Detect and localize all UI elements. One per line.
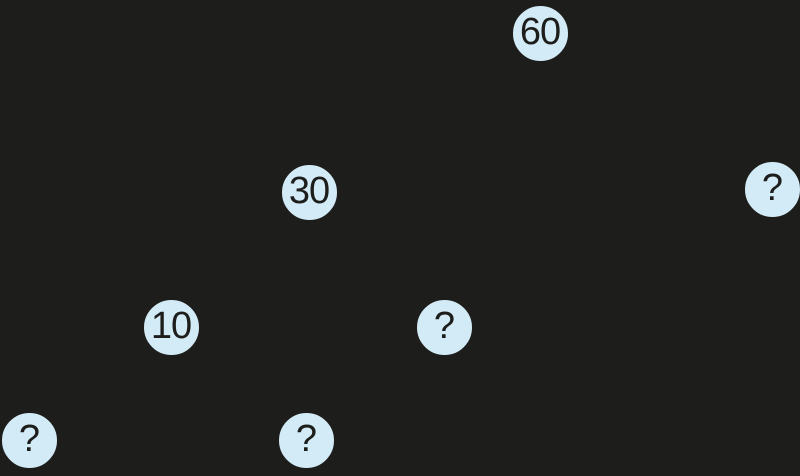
circle-60: 60 (510, 3, 570, 63)
circle-unknown-5: ? (414, 297, 474, 357)
circle-unknown-6: ? (0, 410, 59, 470)
circle-30: 30 (279, 162, 339, 222)
circle-label: ? (295, 418, 317, 460)
circle-label: ? (761, 167, 783, 209)
circle-unknown-7: ? (276, 410, 336, 470)
circle-label: 60 (519, 11, 561, 53)
circle-label: ? (18, 418, 40, 460)
circle-unknown-3: ? (742, 159, 800, 219)
circle-label: 10 (150, 305, 192, 347)
circle-10: 10 (141, 297, 201, 357)
circle-label: ? (433, 305, 455, 347)
circle-label: 30 (288, 170, 330, 212)
